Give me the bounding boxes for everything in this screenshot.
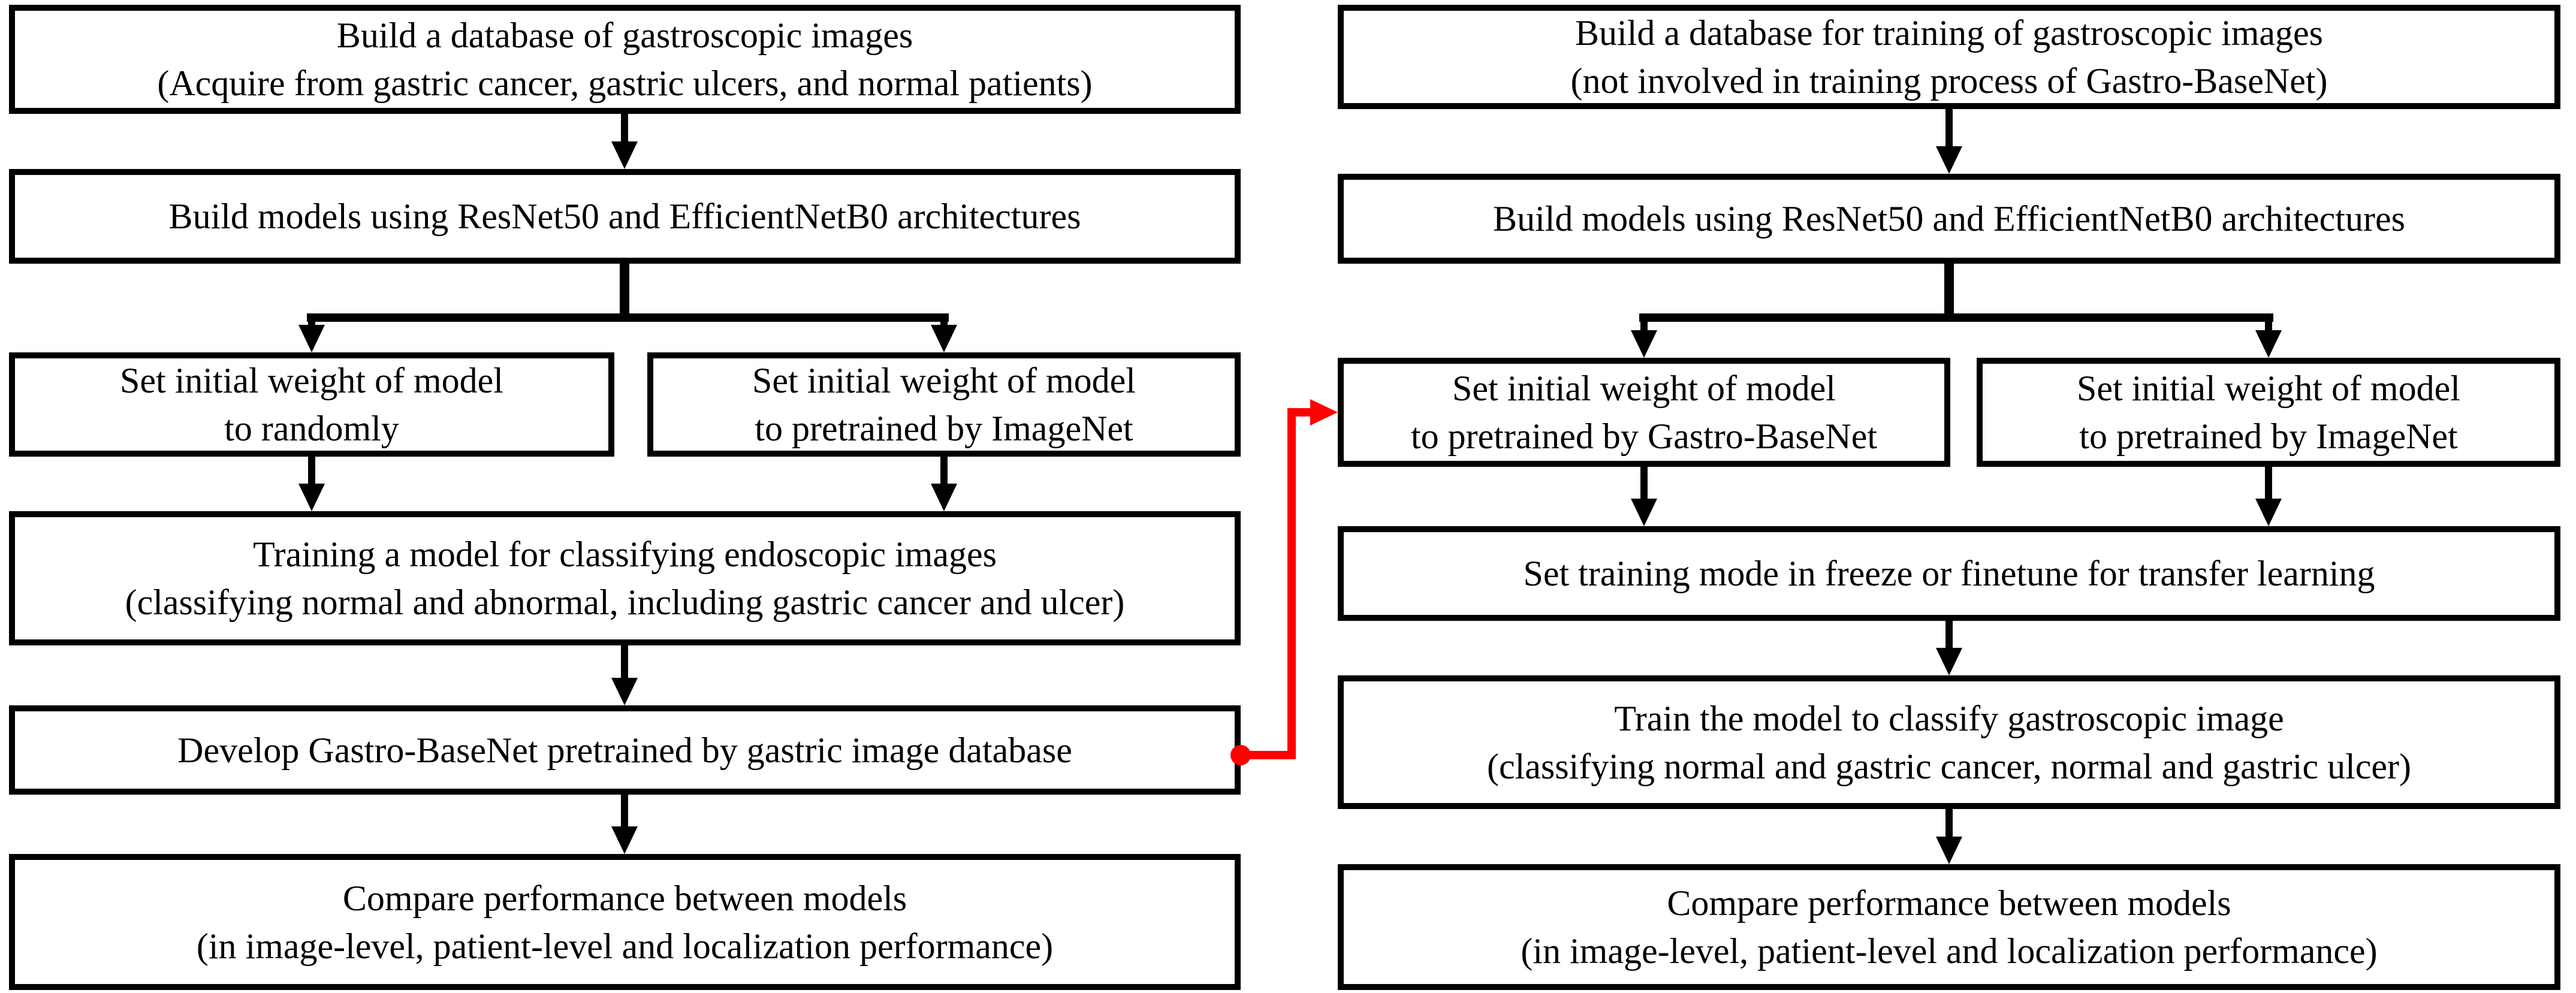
arrow-down-icon <box>2255 467 2282 526</box>
arrow-shaft <box>621 795 628 830</box>
box-text-line: Build a database of gastroscopic images <box>336 16 913 55</box>
arrow-head <box>1936 648 1962 675</box>
branch-bar <box>307 313 949 322</box>
box-text-line: Train the model to classify gastroscopic… <box>1614 698 2284 738</box>
box-build-training-database-right: Build a database for training of gastros… <box>1338 5 2560 109</box>
box-text-line: Set initial weight of model <box>120 361 503 400</box>
box-build-models-left: Build models using ResNet50 and Efficien… <box>9 169 1241 264</box>
arrow-down-icon <box>1631 313 1657 358</box>
box-compare-performance-right: Compare performance between models (in i… <box>1338 864 2560 990</box>
box-text-line: to randomly <box>224 409 399 448</box>
transfer-connector-segment <box>1241 751 1296 759</box>
box-text-line: to pretrained by ImageNet <box>755 409 1133 448</box>
branch-stub <box>620 264 629 322</box>
transfer-connector-segment <box>1287 408 1314 416</box>
box-init-weight-imagenet-left: Set initial weight of model to pretraine… <box>647 352 1241 457</box>
arrow-shaft <box>940 313 948 328</box>
arrow-shaft <box>1640 467 1648 502</box>
box-text-line: Build models using ResNet50 and Efficien… <box>1493 199 2405 239</box>
box-text-line: (classifying normal and gastric cancer, … <box>1487 746 2411 786</box>
arrow-shaft <box>940 457 948 487</box>
box-text-line: to pretrained by ImageNet <box>2079 416 2458 456</box>
box-init-weight-imagenet-right: Set initial weight of model to pretraine… <box>1977 358 2560 467</box>
box-text-line: to pretrained by Gastro-BaseNet <box>1410 416 1878 456</box>
arrow-shaft <box>1945 109 1953 150</box>
box-text-line: Set initial weight of model <box>2077 369 2460 408</box>
arrow-shaft <box>1945 809 1953 840</box>
arrow-down-icon <box>931 313 957 352</box>
arrow-head <box>931 325 957 352</box>
box-build-models-right: Build models using ResNet50 and Efficien… <box>1338 174 2560 264</box>
arrow-head <box>2255 499 2282 526</box>
box-text-line: (not involved in training process of Gas… <box>1570 61 2328 101</box>
box-text-line: (Acquire from gastric cancer, gastric ul… <box>157 64 1093 103</box>
box-train-classifier-left: Training a model for classifying endosco… <box>9 511 1241 645</box>
arrow-head <box>1631 330 1657 358</box>
arrow-shaft <box>2265 313 2272 334</box>
box-text-line: Compare performance between models <box>1667 883 2231 923</box>
arrow-head <box>931 484 957 511</box>
arrow-head <box>1936 146 1962 174</box>
box-init-weight-gastro-basenet: Set initial weight of model to pretraine… <box>1338 358 1950 467</box>
box-develop-gastro-basenet: Develop Gastro-BaseNet pretrained by gas… <box>9 705 1241 795</box>
arrow-head <box>1631 499 1657 526</box>
box-text-line: Training a model for classifying endosco… <box>253 535 997 574</box>
arrow-head <box>611 678 638 705</box>
arrow-shaft <box>621 114 628 145</box>
branch-stub <box>1944 264 1954 322</box>
arrow-down-icon <box>611 795 638 854</box>
branch-bar <box>1639 313 2273 322</box>
arrow-head <box>298 484 325 511</box>
box-text-line: Set initial weight of model <box>1452 369 1836 408</box>
arrow-shaft <box>308 313 315 328</box>
box-text-line: Compare performance between models <box>342 878 907 918</box>
arrow-down-icon <box>1631 467 1657 526</box>
arrow-down-icon <box>611 114 638 169</box>
arrow-down-icon <box>1936 109 1962 174</box>
arrow-down-icon <box>298 313 325 352</box>
arrow-shaft <box>1945 621 1953 651</box>
arrow-head <box>611 826 638 854</box>
box-text-line: Build a database for training of gastros… <box>1575 13 2323 53</box>
arrow-down-icon <box>2255 313 2282 358</box>
arrow-head <box>1936 837 1962 864</box>
arrow-shaft <box>2265 467 2272 502</box>
arrow-down-icon <box>1936 809 1962 864</box>
box-compare-performance-left: Compare performance between models (in i… <box>9 854 1241 990</box>
arrow-head <box>611 141 638 169</box>
box-text-line: (in image-level, patient-level and local… <box>1521 931 2378 971</box>
box-text-line: (in image-level, patient-level and local… <box>196 926 1054 966</box>
box-init-weight-random: Set initial weight of model to randomly <box>9 352 614 457</box>
box-build-database-left: Build a database of gastroscopic images … <box>9 5 1241 114</box>
box-text-line: Build models using ResNet50 and Efficien… <box>168 197 1081 236</box>
box-train-classifier-right: Train the model to classify gastroscopic… <box>1338 675 2560 809</box>
box-set-training-mode: Set training mode in freeze or finetune … <box>1338 526 2560 621</box>
arrow-head <box>2255 330 2282 358</box>
arrow-down-icon <box>1936 621 1962 675</box>
box-text-line: Set training mode in freeze or finetune … <box>1523 554 2375 593</box>
arrow-down-icon <box>298 457 325 511</box>
transfer-arrow-head-icon <box>1310 399 1338 425</box>
arrow-shaft <box>308 457 315 487</box>
transfer-connector-segment <box>1287 408 1296 759</box>
box-text-line: (classifying normal and abnormal, includ… <box>125 582 1125 622</box>
box-text-line: Develop Gastro-BaseNet pretrained by gas… <box>177 730 1072 770</box>
arrow-shaft <box>621 645 628 681</box>
arrow-down-icon <box>611 645 638 705</box>
box-text-line: Set initial weight of model <box>752 361 1136 400</box>
arrow-shaft <box>1640 313 1648 334</box>
arrow-down-icon <box>931 457 957 511</box>
arrow-head <box>298 325 325 352</box>
